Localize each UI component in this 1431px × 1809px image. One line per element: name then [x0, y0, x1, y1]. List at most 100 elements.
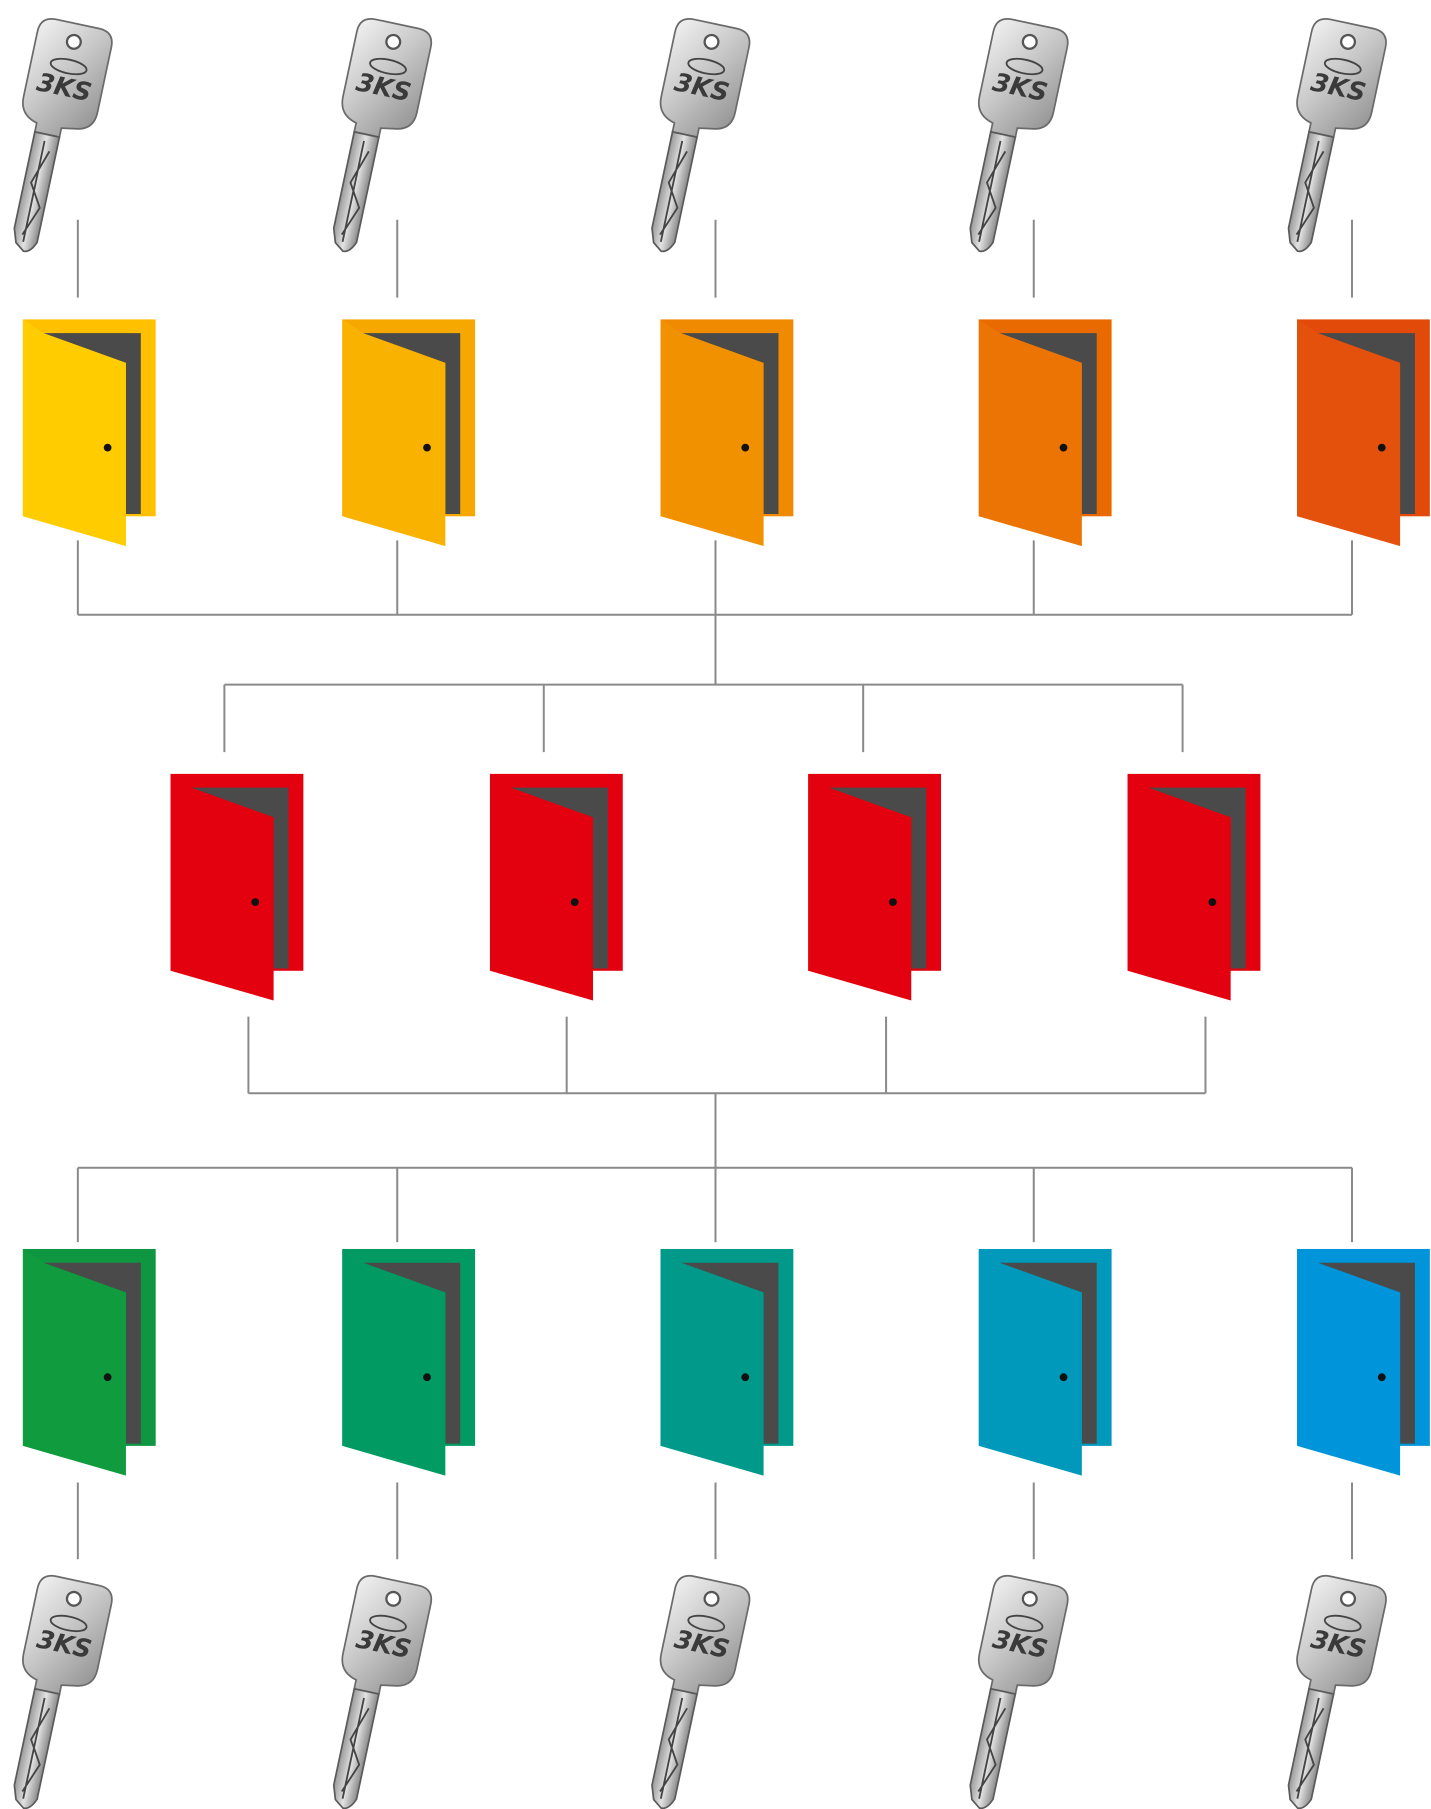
- middle-doors-row: [170, 773, 1261, 1001]
- key-head: [978, 1574, 1069, 1696]
- top-key-icon-5: 3KS: [1287, 18, 1387, 253]
- key-hole-icon: [1340, 1590, 1357, 1607]
- top-door-1: [22, 319, 156, 547]
- key-logo-icon: [1323, 1614, 1362, 1633]
- key-logo-icon: [687, 1614, 726, 1633]
- key-hole-icon: [1021, 33, 1038, 50]
- door-knob: [741, 1373, 750, 1382]
- door-knob: [103, 1373, 112, 1382]
- bottom-key-icon-5: 3KS: [1287, 1574, 1387, 1809]
- key-blade-grooves: [340, 140, 370, 242]
- door-opening: [1317, 1262, 1415, 1444]
- door-knob: [889, 898, 897, 906]
- top-key-icon-4: 3KS: [969, 18, 1069, 253]
- door-opening: [681, 333, 779, 515]
- bottom-key-icon-2: 3KS: [332, 1574, 433, 1809]
- top-key-icon-3: 3KS: [651, 18, 751, 253]
- bottom-key-icon-1: 3KS: [13, 1574, 113, 1809]
- key-blade: [1287, 1687, 1335, 1809]
- key-logo-icon: [49, 1614, 88, 1633]
- door-leaf: [808, 773, 912, 1001]
- key-head: [659, 18, 751, 139]
- key-blade-grooves: [659, 140, 688, 242]
- middle-door-3: [808, 773, 942, 1001]
- top-door-5: [1297, 319, 1430, 547]
- key-hole-icon: [703, 33, 720, 50]
- door-knob: [1377, 1373, 1386, 1382]
- key-hole-icon: [65, 1590, 82, 1607]
- bottom-door-4: [978, 1248, 1112, 1476]
- key-head: [22, 18, 113, 139]
- top-key-icon-2: 3KS: [332, 18, 433, 253]
- key-blade-grooves: [1295, 1697, 1325, 1799]
- key-hole-icon: [1340, 33, 1357, 50]
- connector-lines: [76, 219, 1354, 1560]
- door-leaf: [22, 1248, 126, 1476]
- key-logo-icon: [369, 1614, 407, 1633]
- door-leaf: [22, 319, 126, 547]
- key-blade: [969, 130, 1017, 253]
- top-door-3: [660, 319, 794, 547]
- door-opening: [43, 1262, 141, 1444]
- door-knob: [1377, 443, 1386, 452]
- door-knob: [423, 1373, 431, 1382]
- door-opening: [362, 1262, 461, 1444]
- bottom-key-icon-4: 3KS: [969, 1574, 1069, 1809]
- door-knob: [741, 443, 750, 452]
- key-head: [22, 1574, 113, 1696]
- key-hole-icon: [1021, 1590, 1038, 1607]
- door-leaf: [342, 319, 446, 547]
- door-opening: [43, 333, 141, 515]
- key-blade: [13, 130, 61, 253]
- door-leaf: [660, 319, 764, 547]
- door-opening: [681, 1262, 779, 1444]
- key-logo-icon: [1005, 1614, 1044, 1633]
- key-head: [659, 1574, 751, 1696]
- top-doors-row: [22, 319, 1430, 547]
- middle-door-1: [170, 773, 304, 1001]
- door-knob: [103, 443, 112, 452]
- top-door-4: [978, 319, 1112, 547]
- door-opening: [191, 787, 289, 969]
- key-blade-grooves: [977, 1697, 1007, 1799]
- key-hole-icon: [385, 33, 402, 50]
- bottom-doors-row: [22, 1248, 1430, 1476]
- door-leaf: [1127, 773, 1231, 1001]
- door-opening: [510, 787, 608, 969]
- key-blade: [969, 1687, 1017, 1809]
- top-door-2: [342, 319, 476, 547]
- door-leaf: [170, 773, 274, 1001]
- key-logo-icon: [369, 57, 407, 76]
- door-opening: [999, 1262, 1097, 1444]
- key-hole-icon: [703, 1590, 720, 1607]
- door-opening: [828, 787, 927, 969]
- bottom-door-3: [660, 1248, 794, 1476]
- door-leaf: [978, 1248, 1082, 1476]
- key-blade: [651, 1687, 699, 1809]
- key-blade: [332, 130, 380, 253]
- door-opening: [1317, 333, 1415, 515]
- key-logo-icon: [1323, 57, 1362, 76]
- door-leaf: [342, 1248, 446, 1476]
- door-knob: [1208, 898, 1217, 906]
- key-hole-icon: [65, 33, 82, 50]
- key-logo-icon: [1005, 57, 1044, 76]
- door-leaf: [1297, 1248, 1401, 1476]
- door-opening: [1148, 787, 1246, 969]
- top-key-icon-1: 3KS: [13, 18, 113, 253]
- door-knob: [423, 443, 431, 452]
- door-knob: [251, 898, 260, 906]
- middle-door-2: [489, 773, 623, 1001]
- key-head: [978, 18, 1069, 139]
- key-blade-grooves: [659, 1697, 688, 1799]
- key-blade-grooves: [977, 140, 1007, 242]
- middle-door-4: [1127, 773, 1261, 1001]
- key-blade: [651, 130, 699, 253]
- key-blade-grooves: [21, 140, 51, 242]
- key-blade: [1287, 130, 1335, 253]
- key-head: [1296, 1574, 1387, 1696]
- key-logo-icon: [687, 57, 726, 76]
- key-blade-grooves: [340, 1697, 370, 1799]
